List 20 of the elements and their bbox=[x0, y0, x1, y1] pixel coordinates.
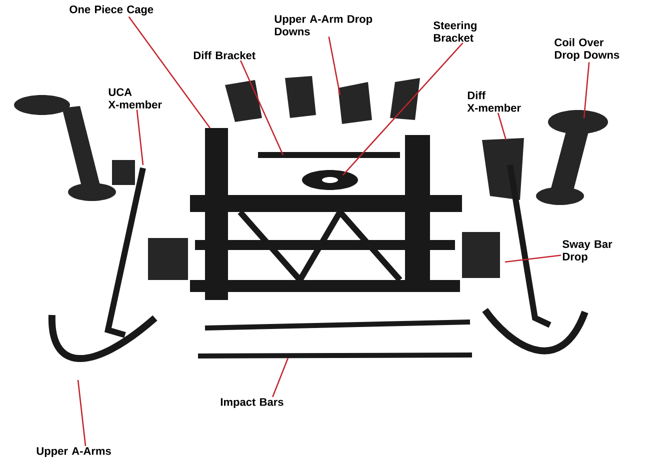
part-label: Coil Over Drop Downs bbox=[554, 38, 620, 61]
part-label: Diff X-member bbox=[467, 91, 521, 112]
leader-line bbox=[497, 112, 507, 140]
leader-line bbox=[77, 380, 86, 446]
part-label: Diff Bracket bbox=[194, 51, 256, 60]
leader-line bbox=[272, 358, 289, 398]
leader-line bbox=[136, 110, 144, 166]
leader-line bbox=[128, 16, 211, 128]
part-label: Sway Bar Drop bbox=[562, 240, 612, 263]
part-label: Steering Bracket bbox=[434, 21, 476, 42]
leader-line bbox=[328, 36, 341, 96]
part-label: One Piece Cage bbox=[70, 5, 154, 16]
part-label: Upper A-Arms bbox=[36, 447, 111, 458]
leader-line bbox=[240, 60, 284, 156]
leader-line bbox=[583, 62, 590, 118]
leader-line bbox=[504, 254, 562, 263]
part-label: Upper A-Arm Drop Downs bbox=[274, 15, 372, 36]
part-label: UCA X-member bbox=[108, 88, 162, 108]
part-label: Impact Bars bbox=[220, 398, 284, 408]
leader-line bbox=[342, 42, 464, 176]
